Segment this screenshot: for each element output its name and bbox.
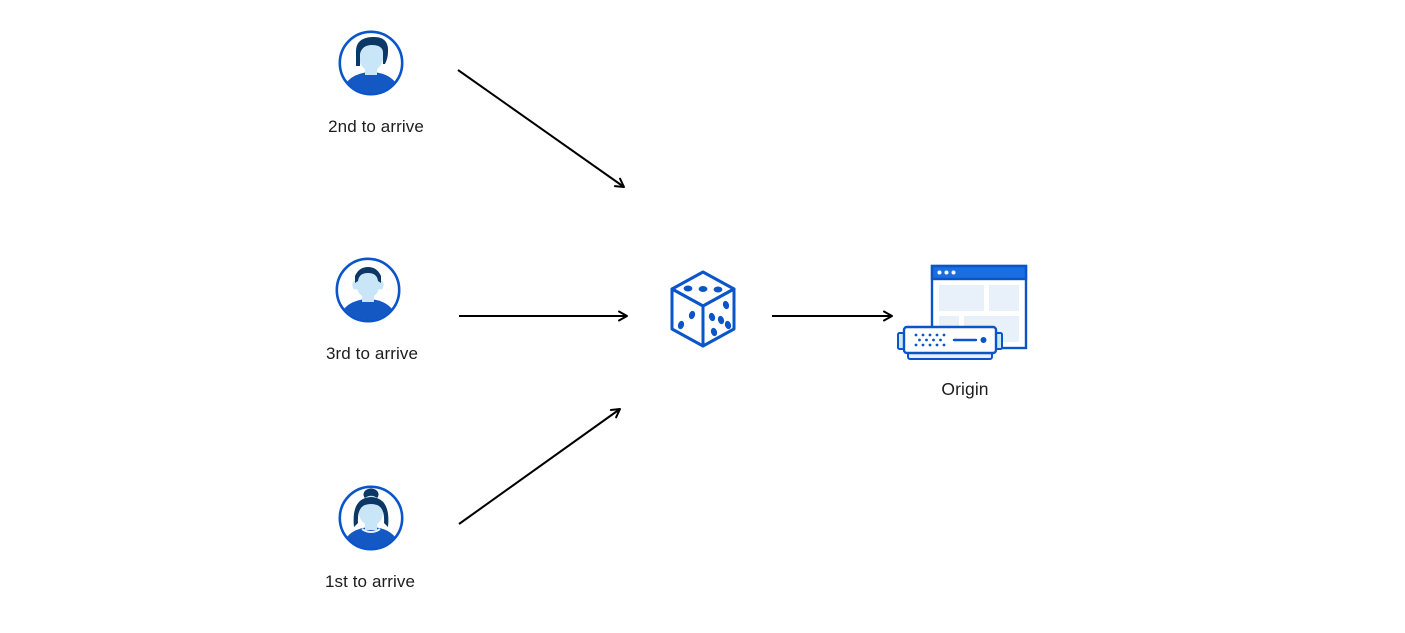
- visitor-1st-label: 1st to arrive: [324, 572, 416, 591]
- node-randomizer: [667, 269, 739, 356]
- visitor-2nd-label: 2nd to arrive: [328, 117, 424, 136]
- female-avatar-icon: [338, 485, 404, 551]
- node-visitor-3rd: 3rd to arrive: [326, 257, 418, 363]
- dice-icon: [670, 270, 736, 348]
- node-visitor-2nd: 2nd to arrive: [328, 30, 424, 136]
- arrow-visitor2-to-dice: [457, 69, 625, 188]
- dice-pips: [677, 285, 732, 337]
- node-visitor-1st: 1st to arrive: [325, 485, 415, 591]
- male-avatar-icon: [335, 257, 401, 323]
- visitor-3rd-label: 3rd to arrive: [325, 344, 419, 363]
- male-avatar-icon: [338, 30, 404, 96]
- node-origin: Origin: [896, 264, 1028, 399]
- origin-label: Origin: [941, 379, 989, 399]
- arrow-visitor1-to-dice: [458, 408, 621, 525]
- server-icon: [897, 325, 1003, 360]
- origin-server-icon: [897, 264, 1028, 360]
